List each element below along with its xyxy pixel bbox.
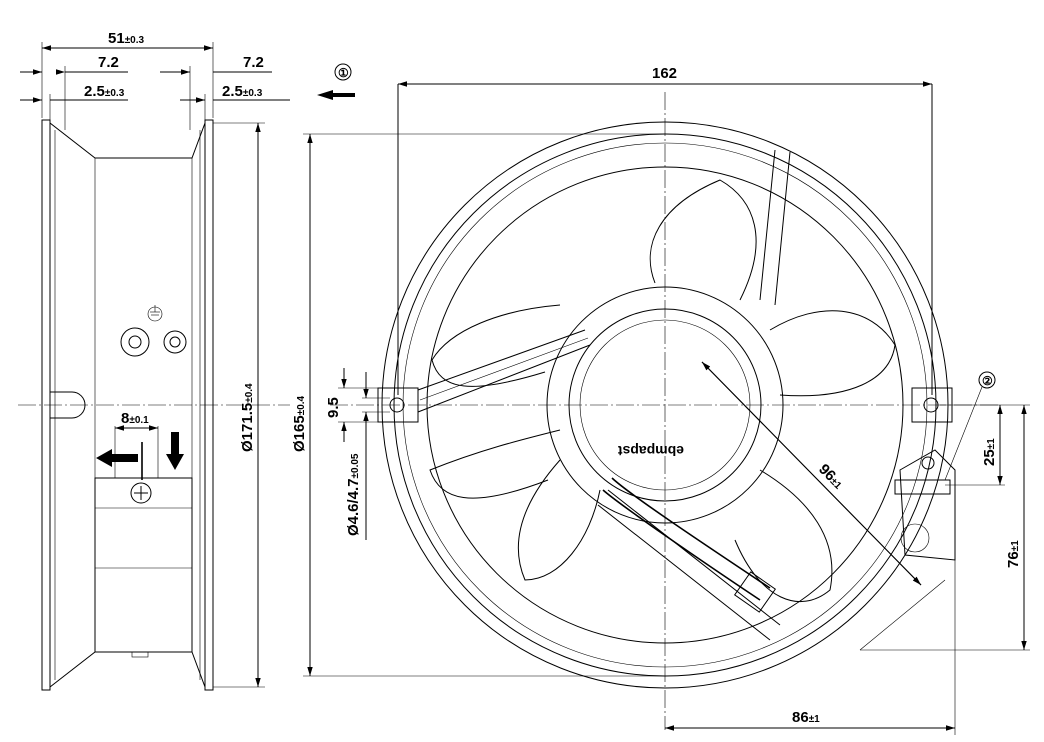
dim-frame-diameter: Ø171.5±0.4 — [239, 383, 256, 452]
airflow-arrow-down-icon — [166, 432, 184, 470]
dim-side-width: 51±0.3 — [108, 30, 145, 47]
dim-terminal-offset: 8±0.1 — [121, 410, 149, 427]
dim-hub-radius: 96±1 — [815, 461, 847, 493]
svg-text:②: ② — [982, 374, 993, 388]
dim-ring-diameter: Ø165±0.4 — [291, 395, 308, 452]
dim-flange-left: 7.2 — [98, 54, 119, 71]
front-dimensions: 162 Ø165±0.4 9.5 Ø4.6/4.7±0.05 96±1 ② — [291, 65, 1030, 735]
terminal-screw-icon — [130, 482, 152, 504]
fan-blades — [429, 179, 896, 603]
svg-text:①: ① — [338, 66, 349, 80]
dim-hole-diameter: Ø4.6/4.7±0.05 — [345, 453, 362, 536]
front-terminal-box — [894, 449, 956, 561]
front-view: ebmpapst — [330, 83, 1000, 730]
dim-lip-left: 2.5±0.3 — [84, 83, 125, 100]
dim-ground-offset: 25±1 — [981, 438, 998, 466]
dim-lip-right: 2.5±0.3 — [222, 83, 263, 100]
callout-airflow: ① — [317, 63, 355, 100]
dim-front-width: 162 — [652, 65, 677, 82]
side-screw-terminals — [120, 305, 187, 357]
callout-ground-terminal: ② — [944, 371, 996, 481]
brand-label: ebmpapst — [618, 443, 684, 459]
side-terminal-box — [94, 477, 193, 658]
airflow-arrow-left-icon — [96, 449, 138, 467]
dim-terminal-width: 86±1 — [792, 709, 820, 726]
dim-flange-right: 7.2 — [243, 54, 264, 71]
side-view: 51±0.3 7.2 7.2 2.5±0.3 2.5±0.3 8±0.1 Ø17… — [18, 30, 290, 691]
dim-terminal-height: 76±1 — [1005, 540, 1022, 568]
dim-hole-spacing: 9.5 — [325, 397, 342, 418]
